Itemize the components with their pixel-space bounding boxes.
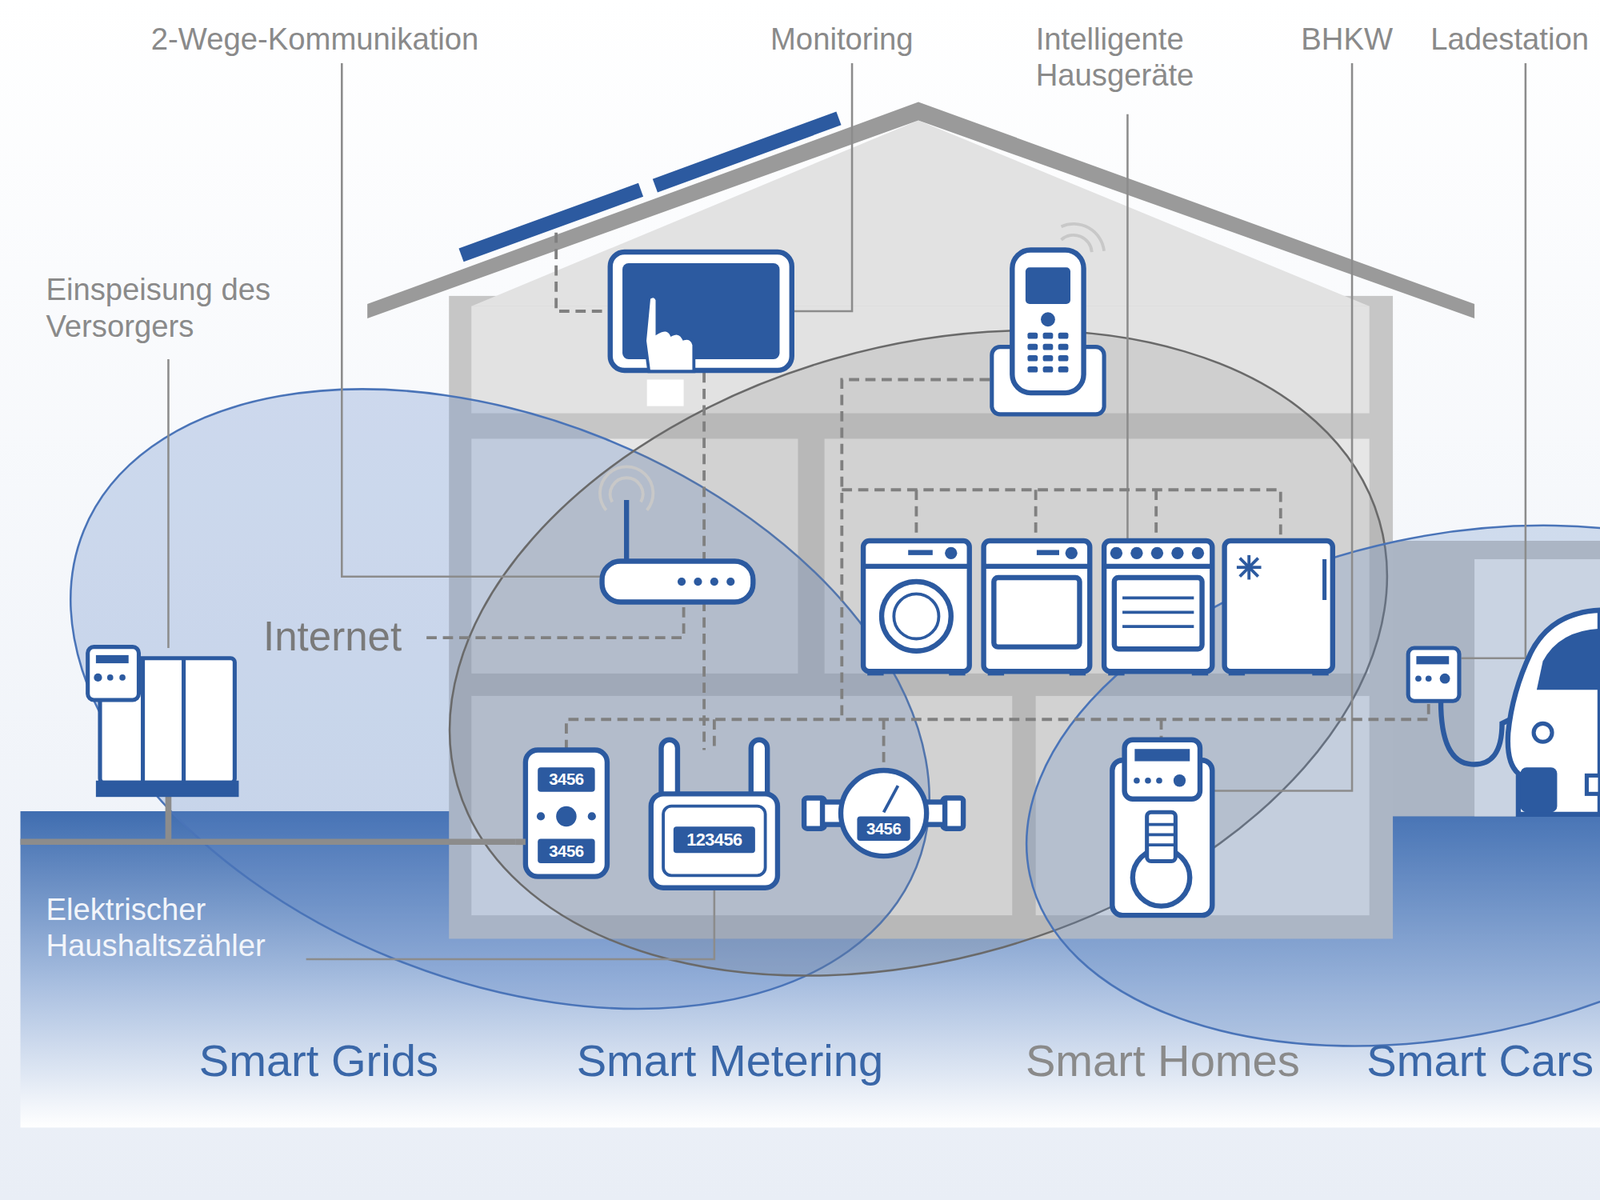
meter-digits: 3456 — [548, 843, 584, 860]
callout-label: Elektrischer Haushaltszähler — [45, 891, 301, 965]
callout-label: 2-Wege-Kommunikation — [151, 20, 480, 58]
area-title: Smart Grids — [199, 1033, 439, 1088]
callout-label: Ladestation — [1430, 20, 1589, 58]
area-title: Smart Cars — [1366, 1033, 1594, 1088]
meter-digits: 3456 — [866, 820, 901, 837]
callout-label: Monitoring — [770, 20, 914, 58]
callout-label: Internet — [263, 612, 402, 661]
callout-label: BHKW — [1300, 20, 1393, 58]
meter-digits: 3456 — [548, 771, 584, 788]
area-title: Smart Metering — [576, 1033, 884, 1088]
callout-label: Einspeisung des Versorgers — [45, 271, 291, 345]
callout-label: Intelligente Hausgeräte — [1036, 20, 1240, 95]
meter-digits: 123456 — [686, 831, 742, 849]
area-title: Smart Homes — [1025, 1033, 1300, 1088]
